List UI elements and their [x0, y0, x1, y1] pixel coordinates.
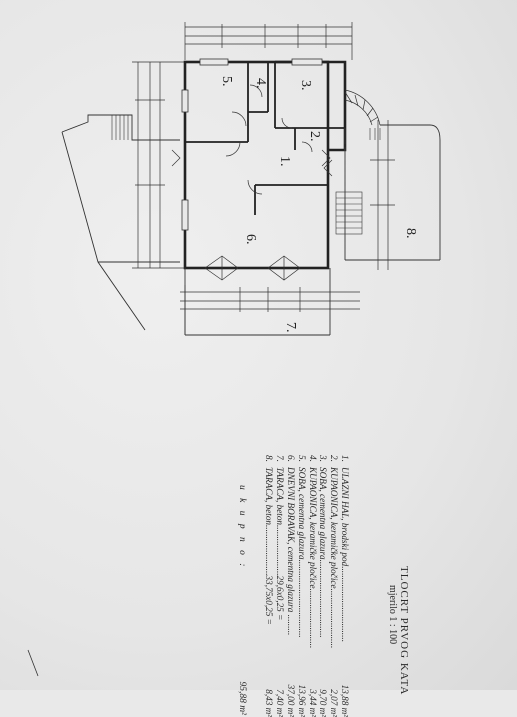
- room-label-6: 6.: [243, 234, 258, 245]
- pen-mark: [27, 649, 39, 677]
- left-stairs: [111, 115, 129, 140]
- floor-plan-drawing: [27, 22, 441, 677]
- total-label: u k u p n o :: [237, 485, 247, 570]
- legend-row: 7.TARACA, beton......................29,…: [275, 455, 286, 717]
- dimension-lines-bottom: [180, 285, 360, 335]
- right-stairs: [335, 191, 363, 235]
- outer-walls: [183, 60, 347, 270]
- room-label-2: 2.: [307, 131, 322, 142]
- area-total: u k u p n o : 95,88 m²: [237, 455, 247, 717]
- legend-row: 4.KUPAONICA, keramičke pločice..........…: [307, 455, 318, 717]
- legend-row: 3.SOBA, cementna glazura................…: [318, 455, 329, 717]
- legend-row: 1.ULAZNI HAL, brodski pod...............…: [340, 455, 350, 717]
- legend-row: 6.DNEVNI BORAVAK, cementna glazura .....…: [286, 455, 297, 717]
- spiral-staircase: [344, 89, 381, 126]
- right-railing: [369, 128, 381, 140]
- room-label-5: 5.: [219, 76, 234, 87]
- door-swings: [225, 84, 313, 195]
- room-label-7: 7.: [283, 322, 298, 333]
- total-value: 95,88 m²: [237, 681, 247, 715]
- drawing-scale: mjerilo 1 : 100: [387, 585, 398, 645]
- legend-row: 8.TARACA, beton......................33,…: [264, 455, 275, 717]
- interior-walls: [185, 62, 345, 215]
- room-label-3: 3.: [298, 80, 313, 91]
- french-doors: [204, 255, 301, 281]
- windows: [181, 58, 323, 231]
- left-terrace-outline: [61, 114, 180, 331]
- side-door-arrows: [171, 149, 333, 177]
- dimension-lines-right: [370, 120, 395, 270]
- legend-row: 5.SOBA, cementna glazura................…: [296, 455, 307, 717]
- drawing-title: TLOCRT PRVOG KATA: [398, 566, 410, 696]
- dimension-lines-top: [184, 22, 353, 60]
- room-label-1: 1.: [277, 156, 292, 167]
- room-label-8: 8.: [403, 228, 418, 239]
- bottom-terrace-outline: [184, 268, 331, 336]
- legend-row: 2.KUPAONICA, keramičke pločice..........…: [329, 455, 340, 717]
- room-label-4: 4.: [253, 78, 268, 89]
- dimension-lines-left: [132, 61, 185, 269]
- right-terrace-outline: [344, 124, 441, 261]
- area-legend: 1.ULAZNI HAL, brodski pod...............…: [264, 455, 350, 717]
